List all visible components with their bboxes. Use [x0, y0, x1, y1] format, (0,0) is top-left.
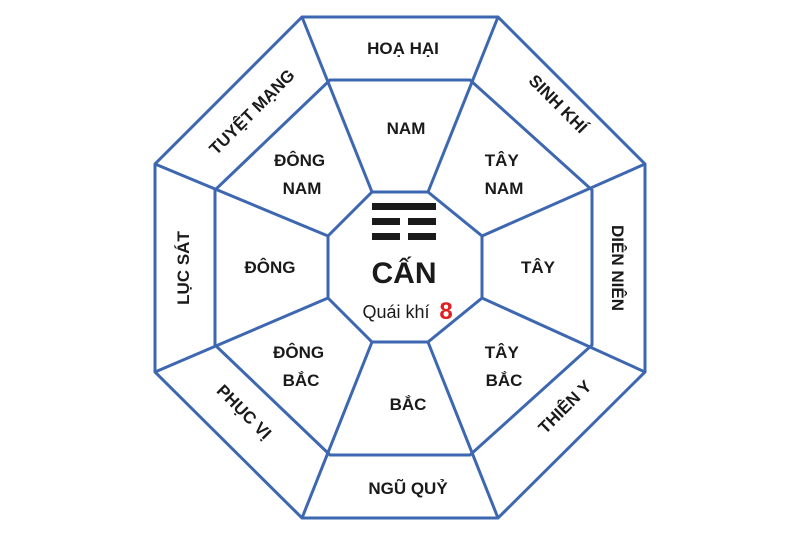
trigram-solid-line: [372, 203, 436, 210]
direction-southwest-line: NAM: [485, 179, 524, 198]
direction-southeast: ĐÔNG NAM: [274, 151, 330, 198]
direction-northeast-line: ĐÔNG: [273, 343, 324, 362]
center-number: 8: [439, 298, 452, 325]
spoke-line: [481, 162, 646, 238]
kan-trigram-icon: [372, 203, 436, 240]
star-bottom-left: PHỤC VỊ: [213, 381, 275, 443]
trigram-broken-line: [408, 218, 436, 225]
direction-north: BẮC: [390, 395, 427, 414]
star-bottom: NGŨ QUỶ: [368, 478, 448, 498]
direction-northeast-line: BẮC: [283, 371, 320, 390]
direction-southwest-line: TÂY: [485, 151, 520, 170]
direction-southeast-line: ĐÔNG: [274, 151, 325, 170]
direction-east: ĐÔNG: [245, 258, 296, 277]
spoke-line: [154, 162, 329, 238]
direction-south: NAM: [387, 119, 426, 138]
trigram-broken-line: [372, 218, 400, 225]
direction-southeast-line: NAM: [283, 179, 322, 198]
star-right: DIÊN NIÊN: [608, 225, 627, 311]
direction-northwest: TÂY BẮC: [485, 343, 523, 390]
spoke-line: [426, 16, 500, 193]
octagon-frame: [153, 15, 647, 520]
star-top-right: SINH KHÍ: [525, 71, 592, 138]
direction-west: TÂY: [521, 258, 556, 277]
center-label: Quái khí: [362, 302, 429, 322]
star-top: HOẠ HẠI: [367, 39, 439, 58]
spoke-line: [481, 296, 646, 374]
direction-southwest: TÂY NAM: [485, 151, 524, 198]
star-left: LỤC SÁT: [174, 231, 193, 305]
direction-northeast: ĐÔNG BẮC: [273, 343, 329, 390]
spoke-line: [154, 296, 329, 374]
direction-northwest-line: TÂY: [485, 343, 520, 362]
trigram-broken-line: [372, 233, 400, 240]
spoke-line: [300, 16, 374, 193]
spoke-line: [300, 341, 374, 519]
star-top-left: TUYỆT MẠNG: [206, 66, 299, 159]
direction-northwest-line: BẮC: [486, 371, 523, 390]
spoke-line: [426, 341, 500, 519]
trigram-broken-line: [408, 233, 436, 240]
center-trigram-name: CẤN: [372, 256, 437, 290]
middle-octagon: [213, 78, 594, 457]
